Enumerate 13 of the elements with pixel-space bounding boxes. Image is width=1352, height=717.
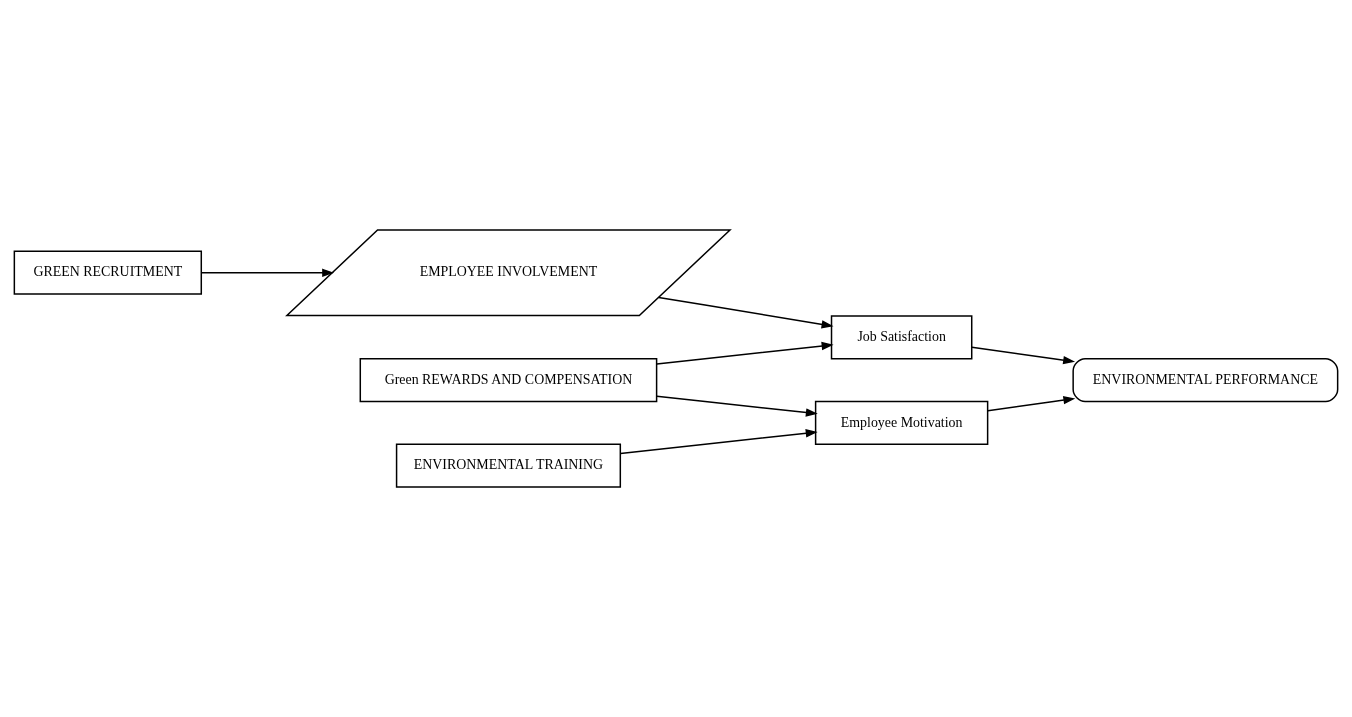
node-box: GREEN RECRUITMENT [13,250,203,295]
arrow [656,395,818,417]
node-box: Employee Motivation [814,400,989,445]
node-box: ENVIRONMENTAL PERFORMANCE [1072,358,1339,403]
node-box: Green REWARDS AND COMPENSATION [359,358,658,403]
arrow [658,296,834,329]
node-box: ENVIRONMENTAL TRAINING [395,443,622,488]
arrow [656,341,834,365]
arrow [200,268,335,277]
node-box: Job Satisfaction [830,315,973,360]
arrow [971,346,1076,365]
arrow [619,429,818,455]
arrow [987,395,1076,412]
